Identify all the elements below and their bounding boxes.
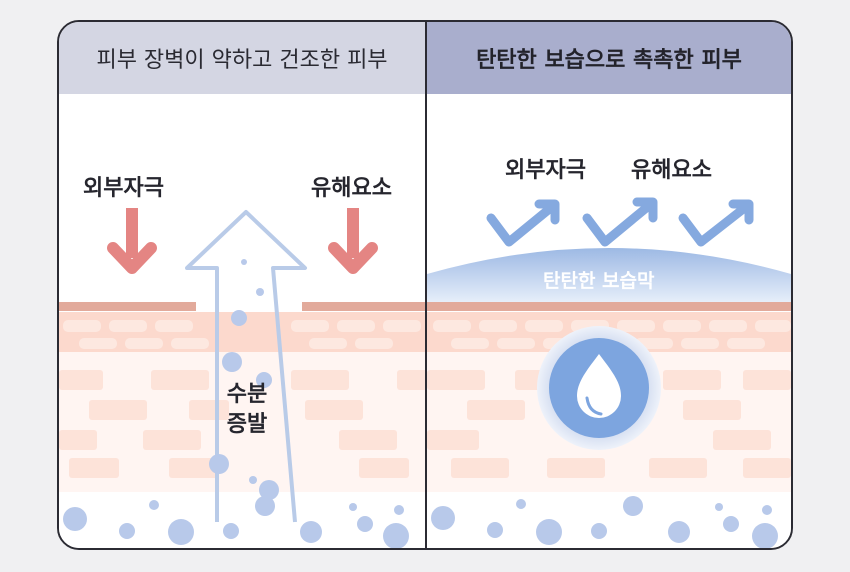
harmful-factor-label: 유해요소 xyxy=(631,158,712,183)
left-header: 피부 장벽이 약하고 건조한 피부 xyxy=(59,22,425,94)
skin-surface-left xyxy=(59,302,196,311)
water-drop-icon xyxy=(577,354,621,418)
evaporation-label: 수분 증발 xyxy=(222,380,272,440)
moisture-bubbles xyxy=(431,496,778,548)
weak-skin-panel: 피부 장벽이 약하고 건조한 피부 xyxy=(59,22,425,548)
moisturized-skin-illustration xyxy=(427,197,791,548)
harmful-factor-label: 유해요소 xyxy=(311,176,392,201)
lower-bricks xyxy=(427,370,791,478)
panel-divider xyxy=(425,22,427,548)
moisturized-skin-panel: 탄탄한 보습으로 촉촉한 피부 xyxy=(427,22,791,548)
evaporating-bubbles xyxy=(209,259,279,500)
comparison-frame: 피부 장벽이 약하고 건조한 피부 xyxy=(57,20,793,550)
moisture-bubbles xyxy=(63,496,409,548)
right-header: 탄탄한 보습으로 촉촉한 피부 xyxy=(427,22,791,94)
moisture-film xyxy=(427,248,791,305)
lower-bricks xyxy=(59,370,425,478)
arrow-down-icon xyxy=(328,208,378,274)
arrow-up-right-icon xyxy=(582,197,658,247)
evaporation-label-line1: 수분 xyxy=(226,382,268,407)
skin-surface xyxy=(427,302,791,311)
external-stimulus-label: 외부자극 xyxy=(83,176,164,201)
evaporation-arrow-icon xyxy=(185,210,307,523)
moisture-film-label: 탄탄한 보습막 xyxy=(543,270,655,292)
skin-surface-right xyxy=(302,302,425,311)
upper-bricks xyxy=(63,320,421,349)
arrow-up-right-icon xyxy=(678,199,754,247)
arrow-up-right-icon xyxy=(486,199,560,247)
evaporation-label-line2: 증발 xyxy=(226,412,268,437)
weak-skin-illustration xyxy=(59,208,425,548)
external-stimulus-label: 외부자극 xyxy=(505,158,586,183)
arrow-down-icon xyxy=(107,208,157,274)
